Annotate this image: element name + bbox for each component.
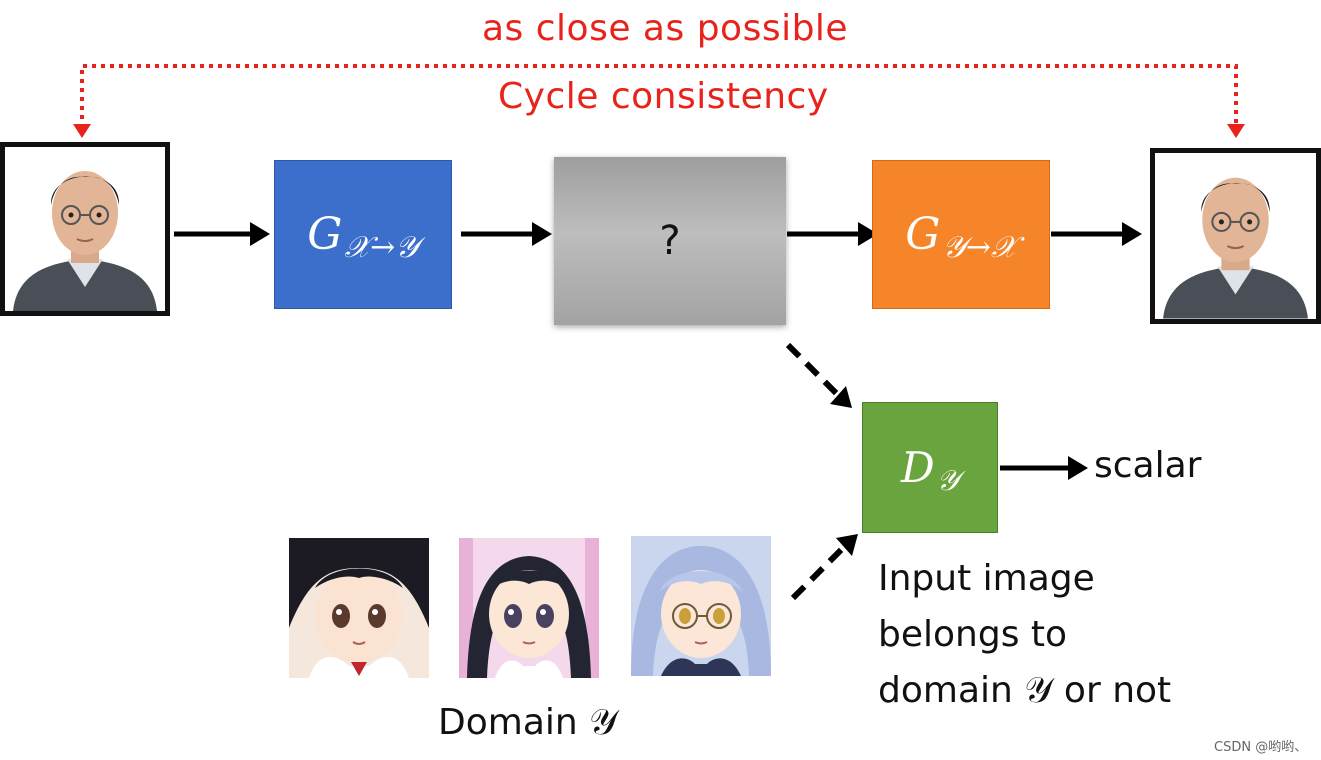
anime-face-illustration: [631, 536, 771, 676]
description-line-3: domain 𝒴 or not: [878, 670, 1172, 711]
anime-sample-3: [631, 536, 771, 676]
arrow-gyx-to-photo: [1051, 222, 1142, 246]
cycle-arrow-right: [1227, 124, 1245, 138]
anime-face-illustration: [289, 538, 429, 678]
discriminator-subscript: 𝒴: [936, 462, 960, 497]
generator-x-to-y-symbol: G: [307, 209, 343, 260]
intermediate-image-box: ?: [554, 157, 786, 325]
scalar-label: scalar: [1094, 445, 1202, 486]
person-photo-illustration: [1155, 153, 1316, 319]
arrow-dy-to-scalar: [1000, 456, 1088, 480]
description-line-1: Input image: [878, 558, 1095, 599]
input-photo: [0, 142, 170, 316]
domain-caption: Domain 𝒴: [438, 702, 618, 743]
generator-y-to-x-symbol: G: [905, 209, 941, 260]
cycle-arrow-left: [73, 124, 91, 138]
arrow-gxy-to-intermediate: [461, 222, 552, 246]
arrow-intermediate-to-gyx: [787, 222, 878, 246]
anime-face-illustration: [459, 538, 599, 678]
dashed-arrow-intermediate-to-dy: [785, 342, 852, 408]
dashed-arrow-anime-to-dy: [790, 534, 858, 601]
top-label: as close as possible: [482, 8, 849, 49]
generator-y-to-x-subscript: 𝒴→𝒳: [942, 230, 1017, 266]
cycle-label: Cycle consistency: [498, 76, 829, 117]
description-line-2: belongs to: [878, 614, 1068, 655]
watermark: CSDN @哟哟、: [1214, 740, 1308, 755]
anime-sample-2: [459, 538, 599, 678]
discriminator-symbol: D: [900, 443, 935, 492]
anime-sample-1: [289, 538, 429, 678]
arrow-photo-to-gxy: [174, 222, 270, 246]
person-photo-illustration: [5, 147, 165, 311]
generator-x-to-y-subscript: 𝒳→𝒴: [344, 230, 419, 266]
cycle-dotted-line: [80, 64, 1238, 128]
intermediate-question: ?: [659, 218, 681, 264]
reconstructed-photo: [1150, 148, 1321, 324]
